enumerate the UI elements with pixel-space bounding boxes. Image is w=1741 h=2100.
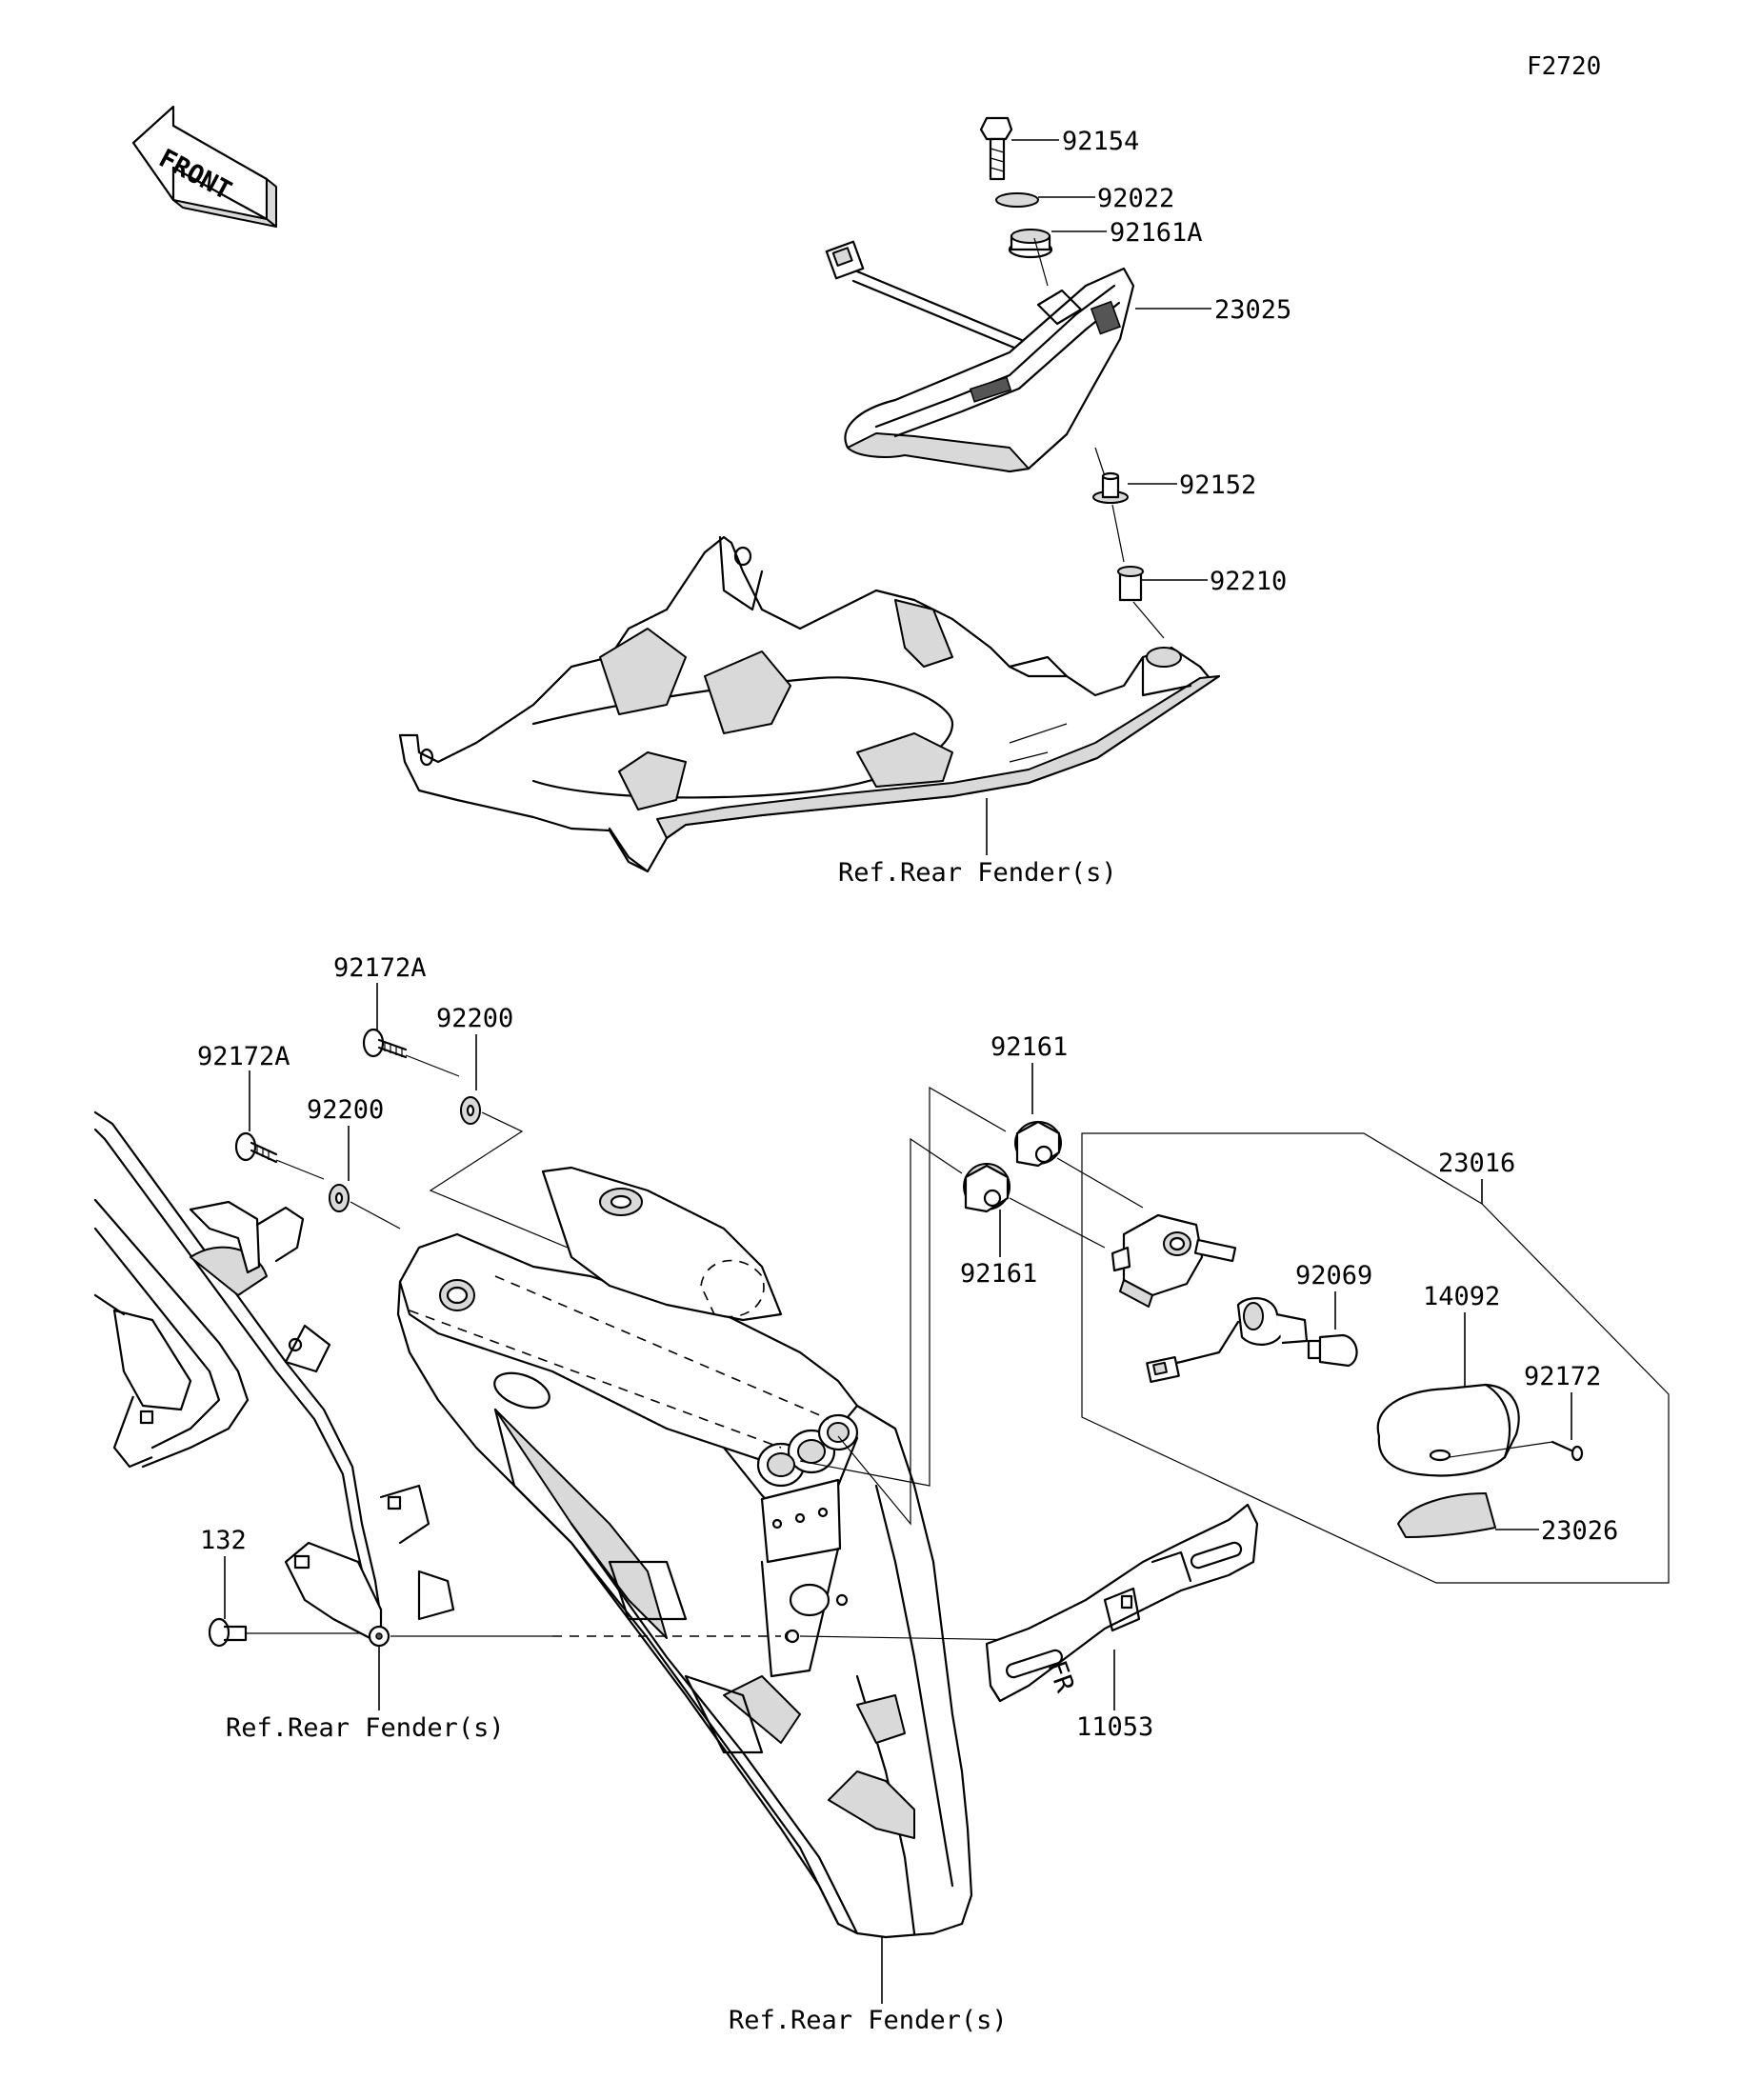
label-11053: 11053 (1076, 1712, 1153, 1742)
tail-lamp-23025 (825, 237, 1135, 473)
label-14092: 14092 (1423, 1282, 1500, 1311)
label-132: 132 (200, 1526, 247, 1555)
label-92172a-lower: 92172A (197, 1042, 290, 1071)
license-bracket-11053: FR (985, 1503, 1259, 1703)
washer-92022 (995, 192, 1039, 208)
turn-signal-base (1111, 1213, 1237, 1308)
screw-92172a-lower (234, 1131, 278, 1164)
bolt-132 (208, 1617, 248, 1648)
label-ref-rear-fender-bottom: Ref.Rear Fender(s) (729, 2006, 1008, 2035)
label-92200-upper: 92200 (436, 1004, 513, 1033)
label-ref-rear-fender-top: Ref.Rear Fender(s) (838, 858, 1117, 888)
bulb-socket (1146, 1297, 1309, 1384)
label-92210: 92210 (1210, 567, 1287, 596)
bulb-92069 (1307, 1333, 1358, 1368)
screw-92172a-upper (362, 1028, 408, 1059)
label-ref-rear-fender-left: Ref.Rear Fender(s) (226, 1713, 505, 1743)
rear-frame (93, 1110, 455, 1646)
label-92172: 92172 (1524, 1362, 1601, 1391)
label-92161-lower: 92161 (960, 1259, 1037, 1289)
figure-id: F2720 (1527, 52, 1601, 81)
front-arrow-icon: FRONT (131, 105, 277, 228)
grommet-92161-upper (1014, 1120, 1062, 1168)
label-92161a: 92161A (1110, 218, 1203, 248)
grommet-92161-lower (963, 1163, 1011, 1213)
label-92161-upper: 92161 (991, 1032, 1068, 1062)
collar-92152 (1092, 471, 1129, 504)
label-92152: 92152 (1179, 470, 1256, 500)
label-92069: 92069 (1295, 1261, 1372, 1290)
nut-92210 (1117, 566, 1144, 602)
screw-92172 (1551, 1440, 1584, 1462)
bolt-92154 (979, 116, 1013, 181)
label-23025: 23025 (1214, 295, 1291, 325)
label-23026: 23026 (1541, 1516, 1618, 1546)
rear-fender-lower (396, 1166, 973, 1939)
label-92154: 92154 (1062, 127, 1139, 156)
reflector-23026 (1397, 1492, 1496, 1538)
kit-box-23016 (1081, 1132, 1670, 1584)
label-92172a-upper: 92172A (333, 953, 427, 983)
label-92200-lower: 92200 (307, 1095, 384, 1125)
label-92022: 92022 (1097, 184, 1174, 213)
label-23016: 23016 (1438, 1149, 1515, 1178)
grommet-92161a (1008, 229, 1053, 259)
lens-14092 (1376, 1383, 1520, 1477)
rear-fender-upper (398, 535, 1221, 873)
